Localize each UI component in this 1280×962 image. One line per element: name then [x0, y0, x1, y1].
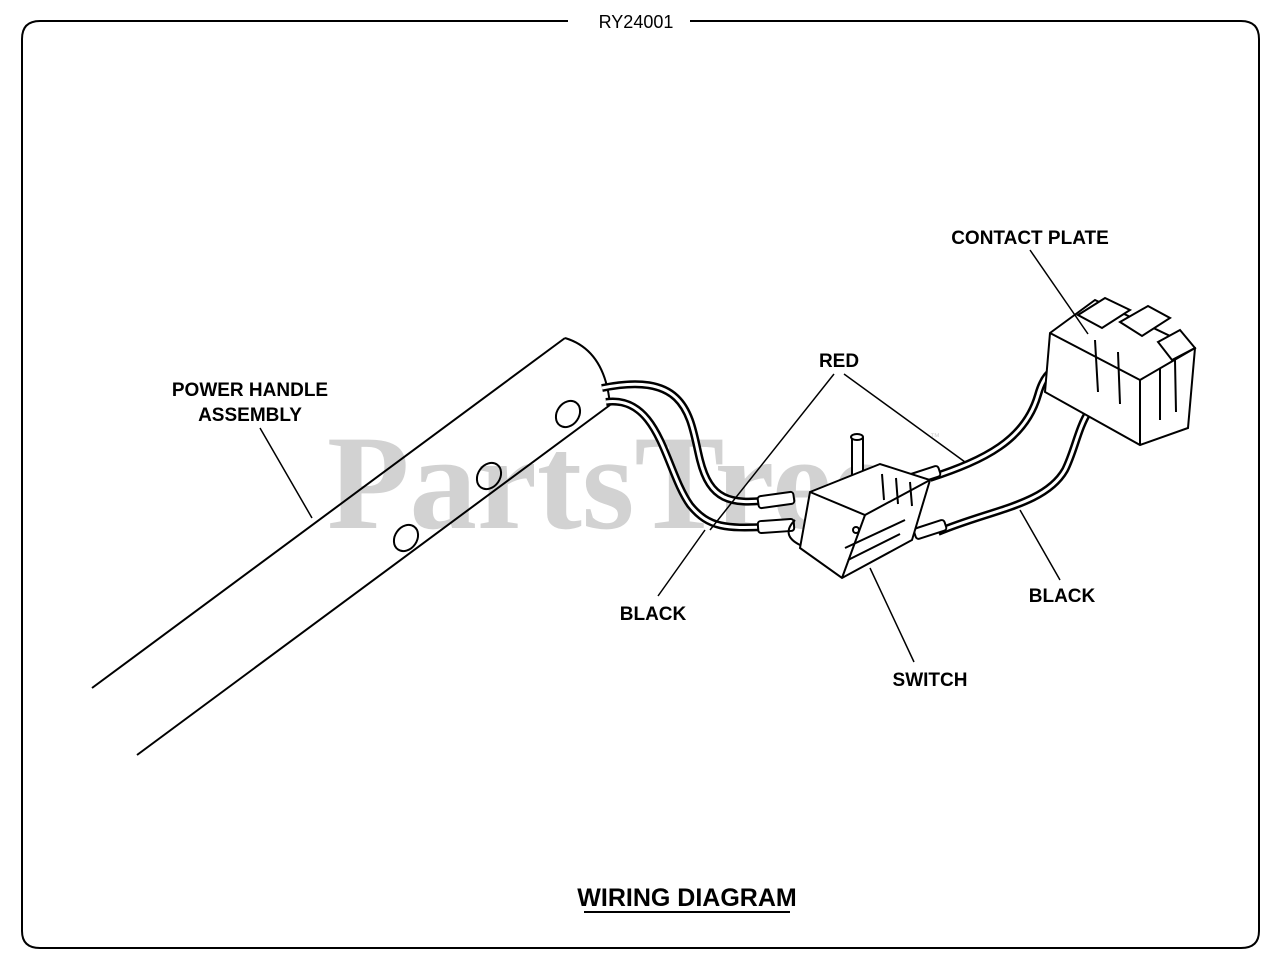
wire-black-left	[601, 380, 771, 532]
switch-label: SWITCH	[893, 670, 968, 691]
power-handle-tube	[91, 337, 611, 756]
model-number: RY24001	[599, 12, 674, 32]
watermark: PartsTree ™	[327, 409, 940, 558]
contact-plate	[1043, 296, 1197, 447]
callout-leaders	[259, 249, 1089, 663]
diagram-caption: WIRING DIAGRAM	[577, 884, 796, 912]
switch-body	[787, 433, 932, 580]
black-wire-label-left: BLACK	[620, 604, 687, 625]
svg-text:™: ™	[930, 432, 940, 443]
power-handle-label-line1: POWER HANDLE	[172, 380, 328, 401]
page-frame	[21, 20, 1260, 949]
power-handle-label-line2: ASSEMBLY	[198, 405, 302, 426]
contact-plate-label: CONTACT PLATE	[951, 228, 1109, 249]
black-wire-label-right: BLACK	[1029, 586, 1096, 607]
svg-text:PartsTree: PartsTree	[327, 409, 892, 558]
red-wire-label: RED	[819, 351, 859, 372]
